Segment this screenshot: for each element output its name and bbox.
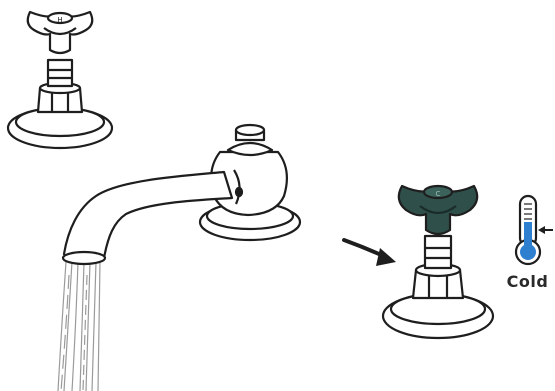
- thermometer-icon: [514, 194, 553, 266]
- turn-arrow-icon: [342, 238, 396, 266]
- hot-tap-icon: H: [6, 10, 114, 150]
- spout-icon: [61, 123, 302, 266]
- cold-tap-icon: C: [381, 184, 495, 340]
- svg-text:H: H: [57, 16, 62, 24]
- svg-text:C: C: [436, 190, 441, 198]
- cold-indicator-label: Cold: [506, 272, 549, 291]
- water-stream-icon: [57, 261, 101, 391]
